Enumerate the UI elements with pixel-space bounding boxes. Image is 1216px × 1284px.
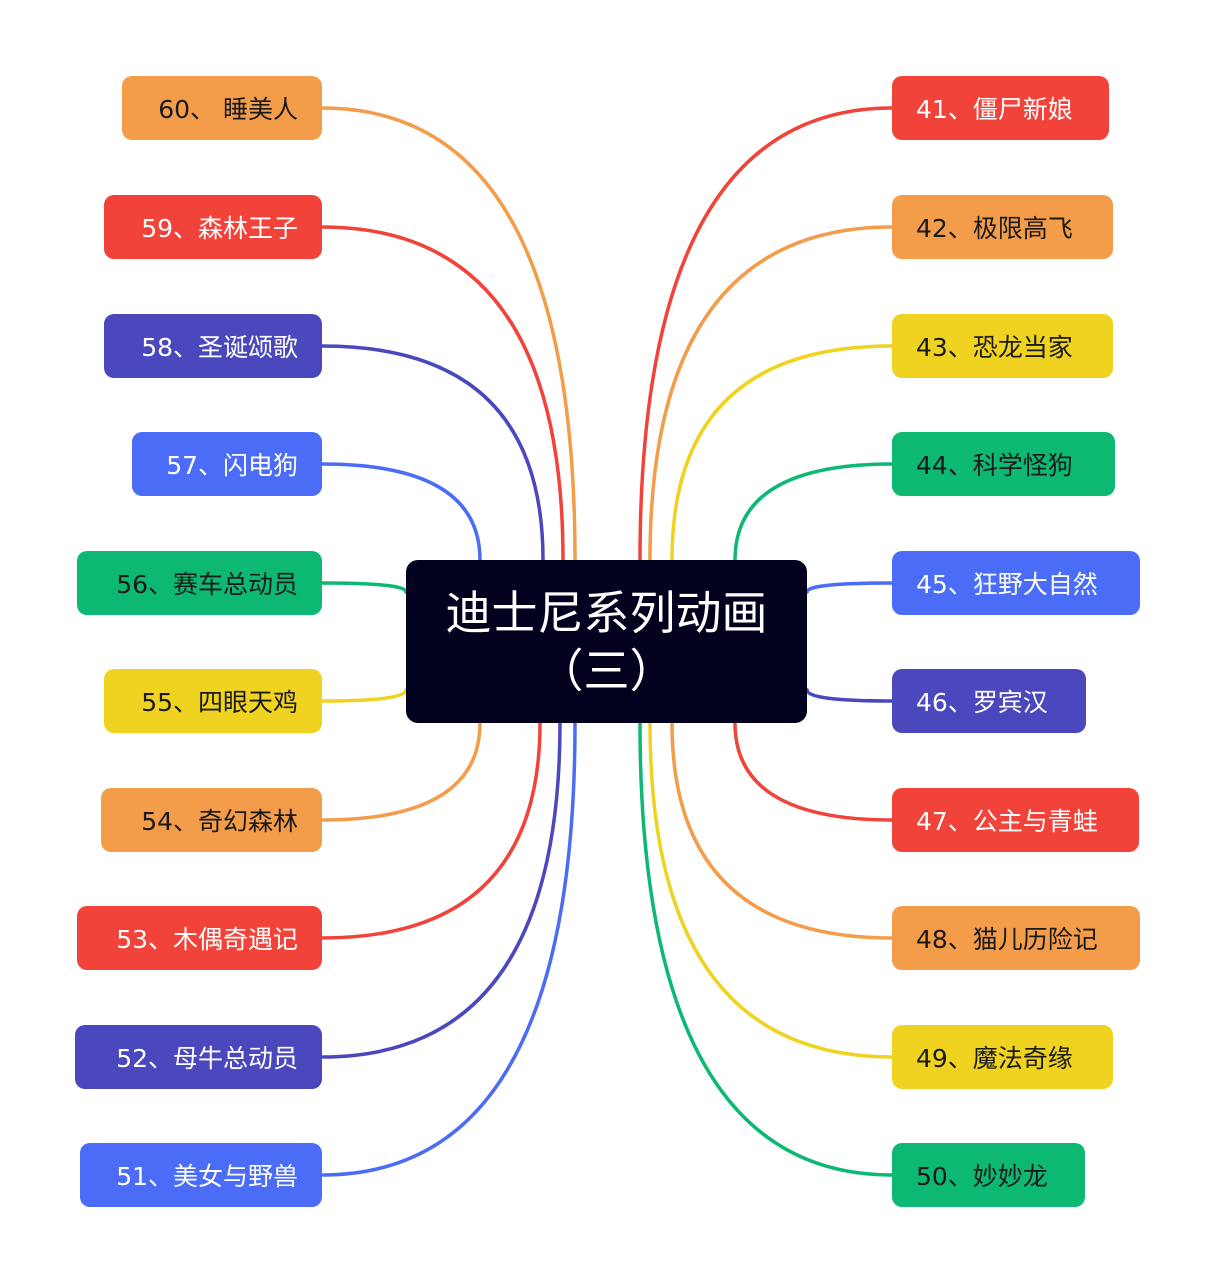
- topic-node-right[interactable]: 44、科学怪狗: [892, 432, 1115, 496]
- topic-node-left[interactable]: 58、圣诞颂歌: [104, 314, 322, 378]
- topic-label: 59、森林王子: [141, 214, 298, 243]
- topic-node-right[interactable]: 47、公主与青蛙: [892, 788, 1139, 852]
- topic-label: 46、罗宾汉: [916, 688, 1048, 717]
- connector-left: [321, 639, 545, 822]
- topic-label: 52、母牛总动员: [116, 1044, 298, 1073]
- topic-label: 60、 睡美人: [158, 95, 298, 124]
- topic-node-left[interactable]: 55、四眼天鸡: [104, 669, 322, 733]
- topic-label: 45、狂野大自然: [916, 570, 1098, 599]
- topic-node-right[interactable]: 48、猫儿历险记: [892, 906, 1140, 970]
- topic-label: 55、四眼天鸡: [141, 688, 298, 717]
- connector-right: [706, 581, 893, 643]
- connector-right: [621, 640, 893, 1177]
- connector-right: [626, 640, 893, 1059]
- topic-node-right[interactable]: 42、极限高飞: [892, 195, 1113, 259]
- topic-node-right[interactable]: 46、罗宾汉: [892, 669, 1086, 733]
- topic-node-left[interactable]: 60、 睡美人: [122, 76, 322, 140]
- connector-left: [321, 639, 508, 703]
- topic-label: 44、科学怪狗: [916, 451, 1073, 480]
- topic-node-right[interactable]: 41、僵尸新娘: [892, 76, 1109, 140]
- topic-node-right[interactable]: 50、妙妙龙: [892, 1143, 1085, 1207]
- topic-label: 53、木偶奇遇记: [116, 925, 298, 954]
- topic-node-right[interactable]: 45、狂野大自然: [892, 551, 1140, 615]
- topic-label: 48、猫儿历险记: [916, 925, 1098, 954]
- topic-label: 58、圣诞颂歌: [141, 333, 298, 362]
- connector-left: [321, 581, 508, 643]
- root-title-line2: （三）: [537, 643, 676, 698]
- connector-left: [321, 344, 577, 642]
- connector-right: [669, 462, 893, 643]
- topic-node-left[interactable]: 59、森林王子: [104, 195, 322, 259]
- topic-node-left[interactable]: 52、母牛总动员: [75, 1025, 322, 1089]
- topic-label: 42、极限高飞: [916, 214, 1073, 243]
- topic-label: 47、公主与青蛙: [916, 807, 1098, 836]
- topic-node-left[interactable]: 54、奇幻森林: [101, 788, 322, 852]
- topic-label: 49、魔法奇缘: [916, 1044, 1073, 1073]
- connector-right: [706, 639, 893, 703]
- topic-label: 43、恐龙当家: [916, 333, 1073, 362]
- topic-label: 57、闪电狗: [166, 451, 298, 480]
- topic-label: 51、美女与野兽: [116, 1162, 298, 1191]
- connector-left: [321, 640, 593, 1177]
- connector-left: [321, 640, 576, 940]
- connector-left: [321, 225, 587, 642]
- topic-label: 56、赛车总动员: [116, 570, 298, 599]
- root-title-line1: 迪士尼系列动画: [445, 585, 768, 640]
- connector-left: [321, 462, 545, 643]
- connector-right: [626, 225, 893, 642]
- topic-label: 50、妙妙龙: [916, 1162, 1048, 1191]
- topic-label: 54、奇幻森林: [141, 807, 298, 836]
- topic-node-right[interactable]: 43、恐龙当家: [892, 314, 1113, 378]
- connector-left: [321, 640, 586, 1059]
- root-node[interactable]: 迪士尼系列动画 （三）: [406, 560, 807, 723]
- topic-label: 41、僵尸新娘: [916, 95, 1073, 124]
- topic-node-left[interactable]: 57、闪电狗: [132, 432, 322, 496]
- connector-right: [637, 344, 893, 642]
- topic-node-left[interactable]: 53、木偶奇遇记: [77, 906, 322, 970]
- topic-node-right[interactable]: 49、魔法奇缘: [892, 1025, 1113, 1089]
- connector-left: [321, 106, 593, 642]
- topic-node-left[interactable]: 51、美女与野兽: [80, 1143, 322, 1207]
- connector-right: [621, 106, 893, 642]
- connector-right: [669, 639, 893, 822]
- topic-node-left[interactable]: 56、赛车总动员: [77, 551, 322, 615]
- connector-right: [637, 640, 893, 940]
